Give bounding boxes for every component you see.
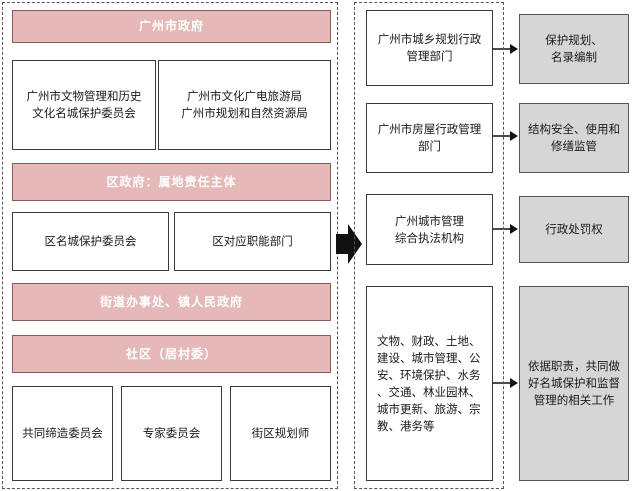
city-committee-box: 广州市文物管理和历史 文化名城保护委员会 <box>12 60 156 150</box>
block-planner-box: 街区规划师 <box>230 386 331 481</box>
duty-box-housing: 结构安全、使用和 修缮监管 <box>519 103 629 173</box>
city-bureaus-box: 广州市文化广电旅游局 广州市规划和自然资源局 <box>158 60 331 150</box>
dept-box-planning: 广州市城乡规划行政 管理部门 <box>366 10 493 86</box>
dept-box-others: 文物、财政、土地、 建设、城市管理、公 安、环境保护、水务 、交通、林业园林、 … <box>366 286 493 481</box>
main-flow-arrow <box>336 224 362 264</box>
district-government-box: 区政府：属地责任主体 <box>12 163 331 201</box>
street-office-box: 街道办事处、镇人民政府 <box>12 283 331 321</box>
duty-box-others: 依据职责，共同做 好名城保护和监督 管理的相关工作 <box>519 286 629 481</box>
district-committee-box: 区名城保护委员会 <box>12 212 169 271</box>
row-arrow-3 <box>493 224 518 234</box>
community-box: 社区（居村委） <box>12 335 331 373</box>
right-panel <box>354 2 504 489</box>
row-arrow-4 <box>493 378 518 388</box>
co-build-committee-box: 共同缔造委员会 <box>12 386 113 481</box>
row-arrow-1 <box>493 44 518 54</box>
dept-box-housing: 广州市房屋行政管理 部门 <box>366 103 493 173</box>
city-government-box: 广州市政府 <box>12 10 331 43</box>
expert-committee-box: 专家委员会 <box>121 386 222 481</box>
district-departments-box: 区对应职能部门 <box>174 212 331 271</box>
duty-box-enforcement: 行政处罚权 <box>519 196 629 263</box>
row-arrow-2 <box>493 131 518 141</box>
duty-box-planning: 保护规划、 名录编制 <box>519 14 629 84</box>
dept-box-enforcement: 广州城市管理 综合执法机构 <box>366 194 493 265</box>
